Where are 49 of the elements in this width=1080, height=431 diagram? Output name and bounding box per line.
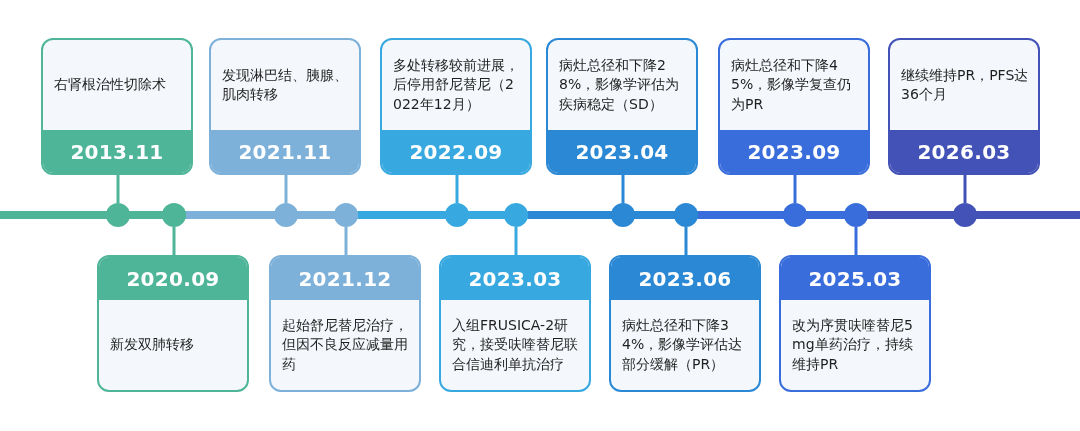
connector-line xyxy=(684,227,688,255)
timeline-dot xyxy=(162,203,186,227)
timeline-dot xyxy=(674,203,698,227)
date-header: 2025.03 xyxy=(781,257,929,300)
event-card xyxy=(97,255,249,392)
event-card xyxy=(779,255,931,392)
event-card xyxy=(380,38,532,175)
event-description: 起始舒尼替尼治疗，但因不良反应减量用药 xyxy=(282,316,409,374)
connector-line xyxy=(621,175,625,203)
event-description: 病灶总径和下降45%，影像学复查仍为PR xyxy=(731,56,853,114)
date-header: 2020.09 xyxy=(99,257,247,300)
date-header: 2021.11 xyxy=(211,130,359,173)
date-header: 2021.12 xyxy=(271,257,419,300)
event-description: 病灶总径和下降34%，影像学评估达部分缓解（PR） xyxy=(622,316,744,374)
timeline-dot xyxy=(334,203,358,227)
event-card xyxy=(41,38,193,175)
event-description: 新发双肺转移 xyxy=(110,335,194,355)
connector-line xyxy=(284,175,288,203)
event-description: 右肾根治性切除术 xyxy=(54,75,166,95)
event-description: 继续维持PR，PFS达36个月 xyxy=(901,65,1029,104)
connector-line xyxy=(344,227,348,255)
connector-line xyxy=(963,175,967,203)
event-description: 入组FRUSICA-2研究，接受呋喹替尼联合信迪利单抗治疗 xyxy=(452,316,579,374)
connector-line xyxy=(116,175,120,203)
date-header: 2022.09 xyxy=(382,130,530,173)
event-description: 发现淋巴结、胰腺、肌肉转移 xyxy=(222,65,349,104)
connector-line xyxy=(793,175,797,203)
connector-line xyxy=(514,227,518,255)
event-card xyxy=(269,255,421,392)
event-card xyxy=(718,38,870,175)
event-card xyxy=(888,38,1040,175)
event-description: 病灶总径和下降28%，影像学评估为疾病稳定（SD） xyxy=(559,56,681,114)
date-header: 2023.03 xyxy=(441,257,589,300)
timeline-dot xyxy=(504,203,528,227)
date-header: 2023.09 xyxy=(720,130,868,173)
connector-line xyxy=(172,227,176,255)
date-header: 2023.06 xyxy=(611,257,759,300)
connector-line xyxy=(455,175,459,203)
event-description: 多处转移较前进展，后停用舒尼替尼（2022年12月） xyxy=(393,56,520,114)
event-card xyxy=(546,38,698,175)
date-header: 2026.03 xyxy=(890,130,1038,173)
date-header: 2023.04 xyxy=(548,130,696,173)
timeline-dot xyxy=(844,203,868,227)
event-description: 改为序贯呋喹替尼5mg单药治疗，持续维持PR xyxy=(792,316,914,374)
date-header: 2013.11 xyxy=(43,130,191,173)
connector-line xyxy=(854,227,858,255)
event-card xyxy=(609,255,761,392)
event-card xyxy=(209,38,361,175)
event-card xyxy=(439,255,591,392)
